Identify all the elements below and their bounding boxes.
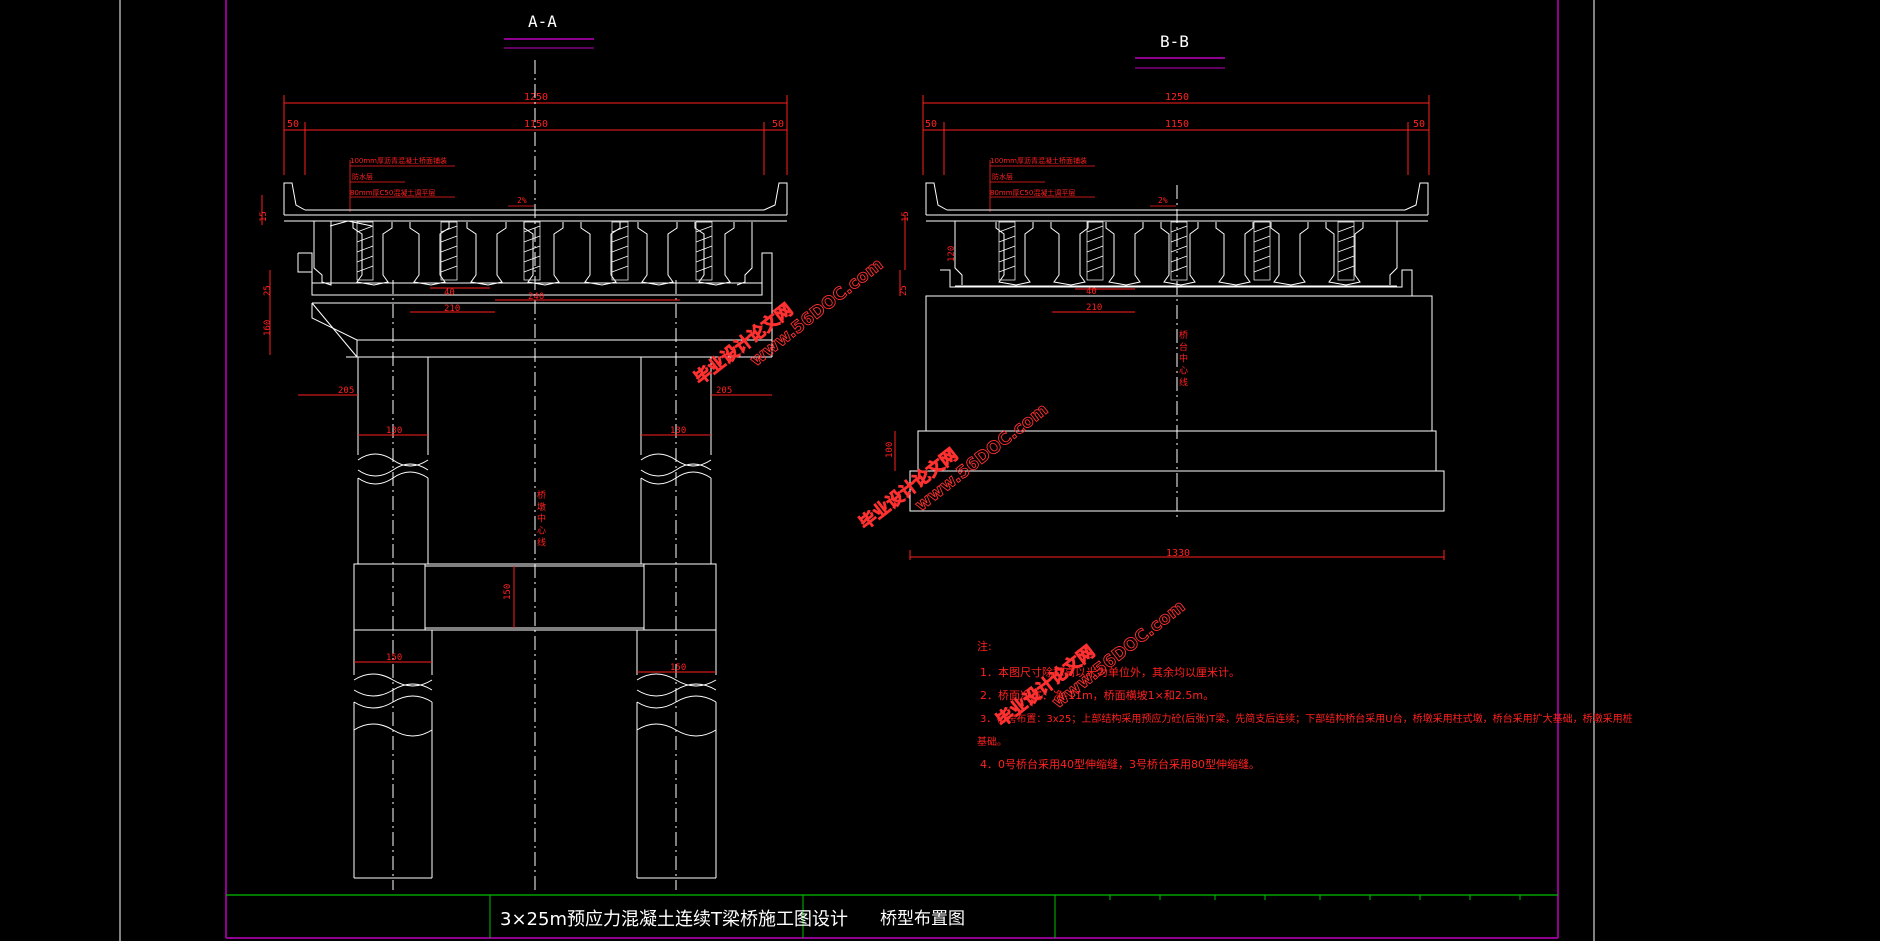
aa-dim-col-low-right: 150: [670, 663, 686, 673]
bb-dim-deck: 1150: [1165, 119, 1189, 130]
bb-diaphragms: [998, 221, 1355, 281]
aa-dim-v-a: 25: [263, 285, 273, 296]
aa-dim-col-low-left: 150: [386, 653, 402, 663]
note-2: 2．桥面净宽：净-11m，桥面横坡1×和2.5m。: [980, 688, 1214, 702]
title-block: 3×25m预应力混凝土连续T梁桥施工图设计 桥型布置图: [226, 894, 1558, 938]
note-1: 1．本图尺寸除标高以米为单位外，其余均以厘米计。: [980, 665, 1240, 679]
drawing-title: 桥型布置图: [880, 909, 965, 929]
notes: 注: 1．本图尺寸除标高以米为单位外，其余均以厘米计。 2．桥面净宽：净-11m…: [977, 639, 1633, 771]
bb-girders: [954, 221, 1398, 286]
aa-diaphragms: [356, 221, 713, 281]
section-bb-title: B-B: [1160, 32, 1189, 51]
bb-dim-v-d: 100: [885, 442, 895, 458]
aa-dim-cap-right: 205: [716, 386, 732, 396]
bb-layer-1: 100mm厚沥青混凝土桥面铺装: [990, 156, 1087, 165]
aa-dim-total: 1250: [524, 92, 548, 103]
note-3: 3．桥跨布置：3x25；上部结构采用预应力砼(后张)T梁，先简支后连续；下部结构…: [980, 712, 1633, 725]
aa-layer-3: 80mm厚C50混凝土调平层: [350, 188, 435, 197]
section-aa: A-A 1250 1150 50 50 100mm厚沥青混凝土桥面铺装 防水层 …: [259, 12, 788, 890]
bb-slope: 2%: [1158, 196, 1168, 205]
aa-dim-left-edge: 50: [287, 119, 299, 130]
aa-dim-deck: 1150: [524, 119, 548, 130]
aa-axis-label: 桥 墩 中 心 线: [535, 489, 546, 547]
aa-lower-dimensions: [261, 195, 772, 673]
bb-layer-2: 防水层: [992, 172, 1013, 181]
aa-dim-40: 40: [444, 288, 455, 298]
aa-dim-240: 240: [528, 292, 544, 302]
aa-girders: [313, 220, 753, 286]
bb-dim-v-c: 15: [901, 211, 911, 222]
project-title: 3×25m预应力混凝土连续T梁桥施工图设计: [500, 909, 848, 930]
note-4: 4．0号桥台采用40型伸缩缝，3号桥台采用80型伸缩缝。: [980, 757, 1260, 771]
notes-heading: 注:: [977, 639, 992, 653]
aa-dim-210: 210: [444, 304, 460, 314]
aa-dim-col-top-right: 130: [670, 426, 686, 436]
aa-dim-v-c: 15: [259, 211, 269, 222]
section-bb: B-B 1250 1150 50 50 100mm厚沥青混凝土桥面铺装 防水层 …: [885, 32, 1445, 560]
bb-dim-210: 210: [1086, 303, 1102, 313]
aa-dim-cap-left: 205: [338, 386, 354, 396]
aa-layer-leaders: [349, 160, 455, 212]
aa-bent-cap: [297, 252, 773, 358]
bb-dim-footing: 1330: [1166, 548, 1190, 559]
bb-dim-v-b: 120: [947, 246, 957, 262]
bb-dim-left-edge: 50: [925, 119, 937, 130]
aa-center-lines: [392, 60, 677, 890]
section-aa-title: A-A: [528, 12, 557, 31]
aa-dim-v-b: 160: [263, 320, 273, 336]
bb-layer-leaders: [989, 160, 1095, 212]
aa-dim-right-edge: 50: [772, 119, 784, 130]
aa-dim-tie-beam: 150: [503, 584, 513, 600]
bb-dim-right-edge: 50: [1413, 119, 1425, 130]
bb-dim-v-a: 25: [899, 285, 909, 296]
bb-top-dimensions: [922, 95, 1430, 175]
bb-layer-3: 80mm厚C50混凝土调平层: [990, 188, 1075, 197]
bb-dim-total: 1250: [1165, 92, 1189, 103]
bb-axis-label: 桥 台 中 心 线: [1177, 329, 1188, 387]
aa-layer-1: 100mm厚沥青混凝土桥面铺装: [350, 156, 447, 165]
aa-layer-2: 防水层: [352, 172, 373, 181]
bb-lower-dimensions: [894, 215, 1445, 560]
sheet-frame: [119, 0, 1595, 941]
note-3-cont: 基础。: [977, 735, 1007, 748]
aa-dim-col-top-left: 130: [386, 426, 402, 436]
bb-dim-40: 40: [1086, 287, 1097, 297]
aa-slope: 2%: [517, 196, 527, 205]
